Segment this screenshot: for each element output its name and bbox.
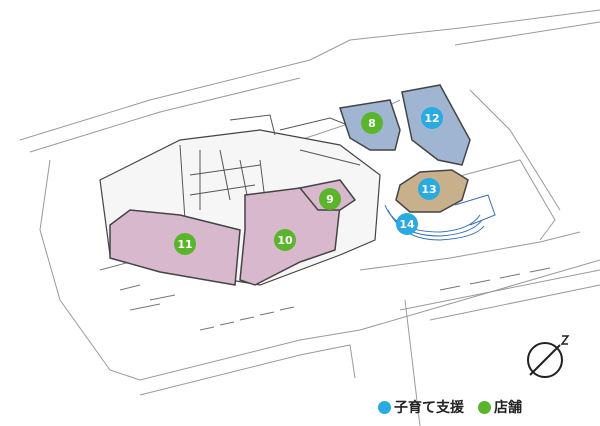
parking-ticks xyxy=(99,224,551,331)
legend-item-shop: 店舗 xyxy=(478,397,522,417)
marker-number: 10 xyxy=(277,234,293,247)
marker-number: 9 xyxy=(326,193,334,206)
marker-13[interactable]: 13 xyxy=(418,178,440,200)
marker-11[interactable]: 11 xyxy=(174,233,196,255)
legend-label-shop: 店舗 xyxy=(494,400,522,416)
marker-layer: 8 9 10 11 12 13 14 xyxy=(174,107,443,255)
marker-10[interactable]: 10 xyxy=(274,229,296,251)
legend-item-childcare: 子育て支援 xyxy=(378,397,464,417)
marker-14[interactable]: 14 xyxy=(396,213,418,235)
marker-circle xyxy=(418,178,440,200)
marker-9[interactable]: 9 xyxy=(319,188,341,210)
childcare-dot-icon xyxy=(378,400,391,414)
marker-circle xyxy=(274,229,296,251)
marker-number: 12 xyxy=(424,112,439,125)
marker-circle xyxy=(174,233,196,255)
marker-number: 11 xyxy=(177,238,192,251)
marker-circle xyxy=(396,213,418,235)
marker-8[interactable]: 8 xyxy=(361,112,383,134)
shop-dot-icon xyxy=(478,400,491,414)
legend-label-childcare: 子育て支援 xyxy=(394,400,464,416)
marker-12[interactable]: 12 xyxy=(421,107,443,129)
marker-number: 13 xyxy=(421,183,436,196)
marker-circle xyxy=(361,112,383,134)
building-walls xyxy=(179,114,361,221)
marker-number: 8 xyxy=(368,117,376,130)
marker-circle xyxy=(421,107,443,129)
marker-circle xyxy=(319,188,341,210)
legend: 子育て支援 店舗 xyxy=(378,396,536,418)
marker-number: 14 xyxy=(399,218,415,231)
north-arrow-icon xyxy=(527,335,570,378)
map-outline xyxy=(19,9,600,426)
